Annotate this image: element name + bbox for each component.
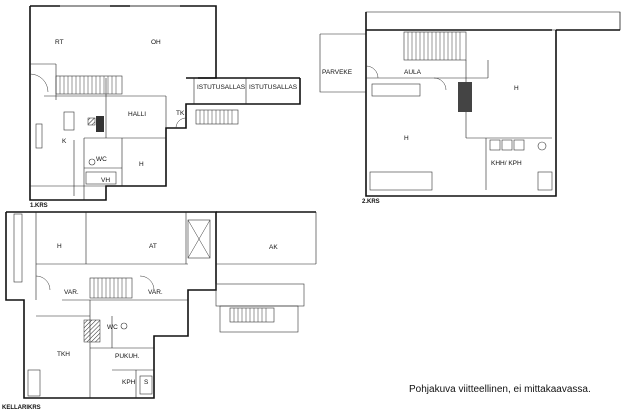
room-label-aula: AULA <box>404 69 422 76</box>
room-label-rt: RT <box>55 39 64 46</box>
room-label-tkh: TKH <box>57 351 70 358</box>
floor-label-2krs: 2.KRS <box>362 199 380 205</box>
second-floor-plan: PARVEKE AULA H H KHH/ KPH 2.KRS <box>319 11 621 205</box>
room-label-kph: KPH <box>122 379 136 386</box>
room-label-ak: AK <box>269 244 278 251</box>
room-label-h-left: H <box>404 135 409 142</box>
room-label-s: S <box>144 379 149 386</box>
room-label-khh-kph: KHH/ KPH <box>491 160 522 167</box>
basement-floor-plan: H AT AK VAR. VAR. WC TKH PUKUH. KPH S KE… <box>2 211 317 411</box>
room-label-at: AT <box>149 243 157 250</box>
room-label-wc: WC <box>107 324 118 331</box>
room-label-tk: TK <box>176 110 185 117</box>
floor-label-1krs: 1.KRS <box>30 203 48 209</box>
room-label-h: H <box>139 161 144 168</box>
room-label-h: H <box>57 243 62 250</box>
disclaimer-caption: Pohjakuva viitteellinen, ei mittakaavass… <box>409 384 591 395</box>
room-label-wc: WC <box>96 156 107 163</box>
room-label-var-right: VAR. <box>148 289 163 296</box>
room-label-parveke: PARVEKE <box>322 69 353 76</box>
room-label-vh: VH <box>101 177 110 184</box>
room-label-istutusallas-2: ISTUTUSALLAS <box>249 84 298 91</box>
room-label-halli: HALLI <box>128 111 146 118</box>
room-label-h-right: H <box>514 85 519 92</box>
room-label-pukuh: PUKUH. <box>115 353 140 360</box>
floor-label-kellarikrs: KELLARIKRS <box>2 405 41 411</box>
room-label-var-left: VAR. <box>64 289 79 296</box>
room-label-oh: OH <box>151 39 161 46</box>
room-label-istutusallas-1: ISTUTUSALLAS <box>197 84 246 91</box>
room-label-k: K <box>62 138 67 145</box>
first-floor-plan: RT OH K HALLI TK WC H VH ISTUTUSALLAS IS… <box>29 5 301 209</box>
